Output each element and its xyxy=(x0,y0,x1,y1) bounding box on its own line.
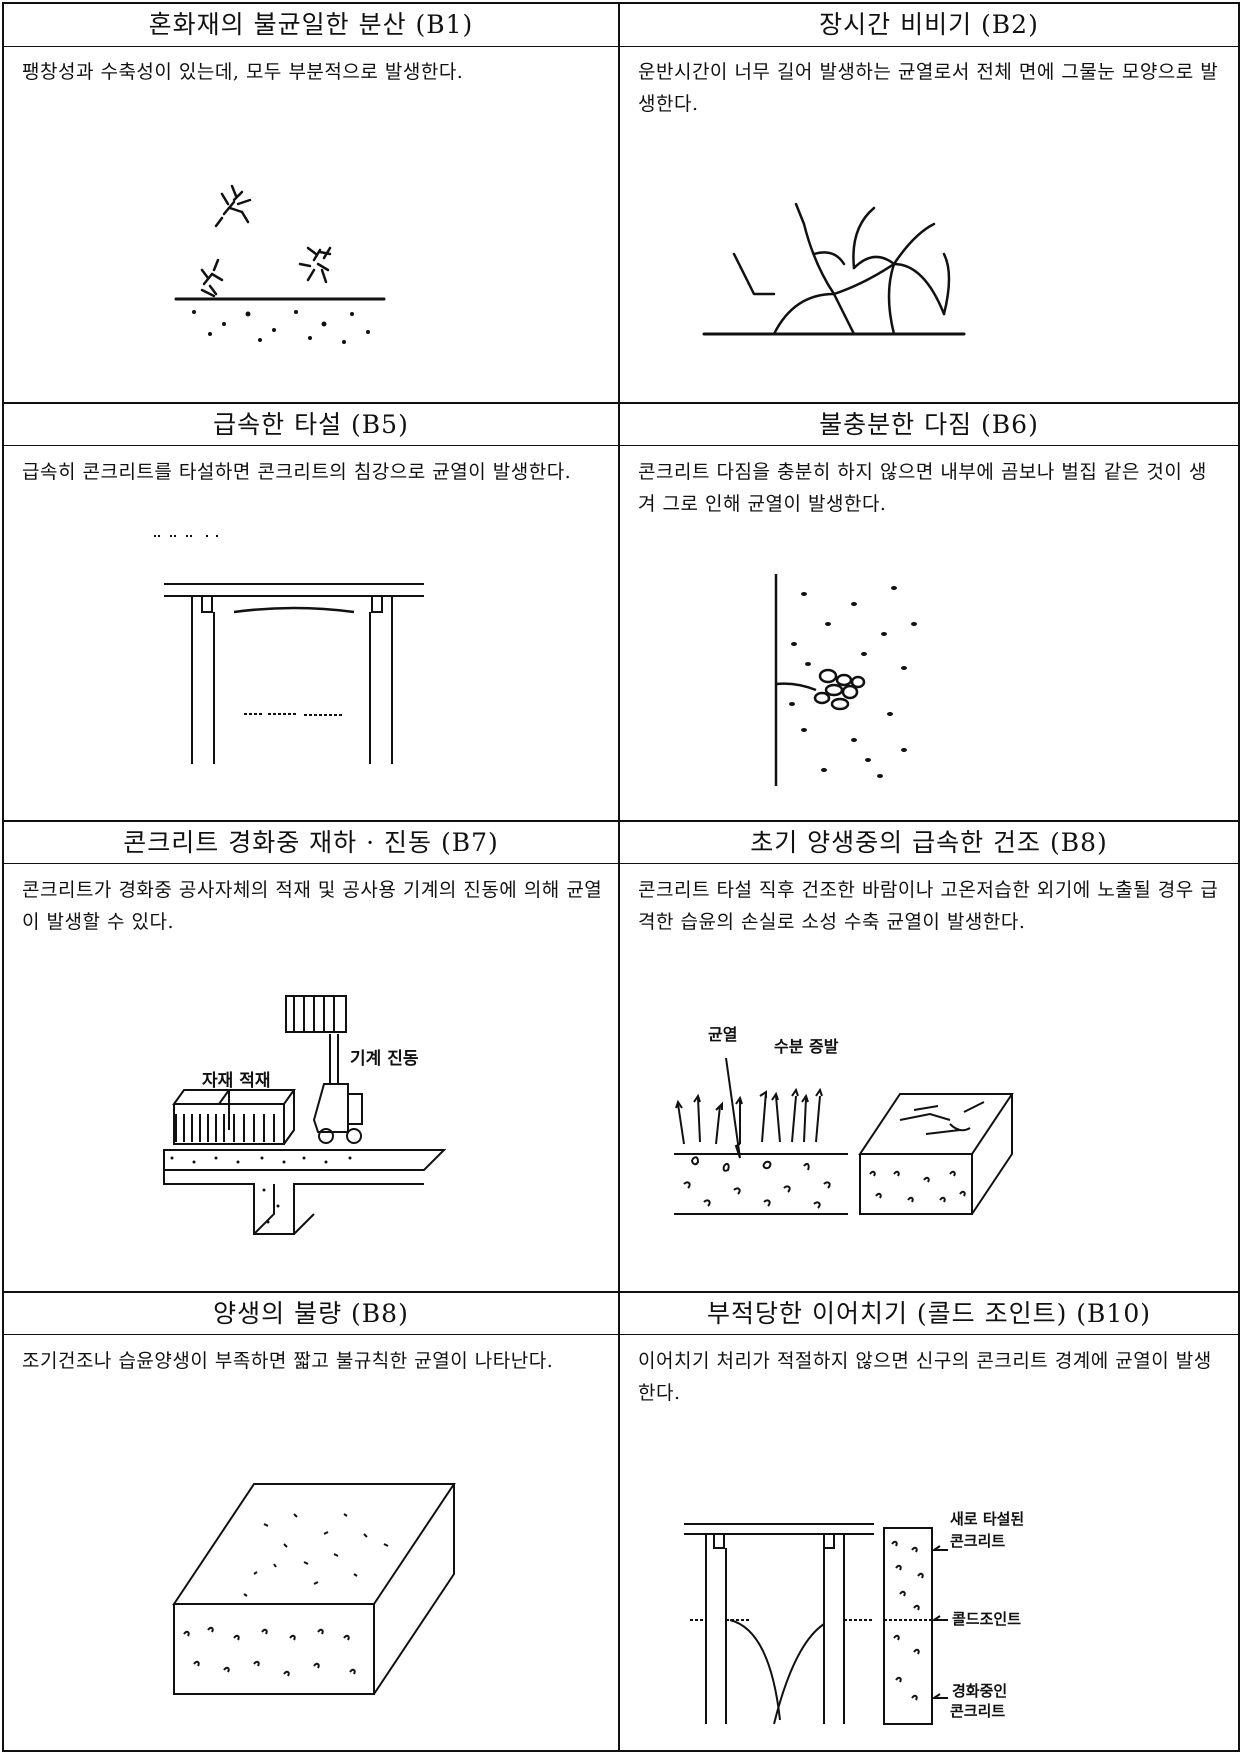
b8-poor-curing-illustration xyxy=(172,1483,456,1695)
old-concrete-label-1: 경화중인 xyxy=(952,1682,1007,1700)
row-divider xyxy=(4,820,1238,822)
new-concrete-label-1: 새로 타설된 xyxy=(950,1510,1024,1528)
cell-title: 부적당한 이어치기 (콜드 조인트) (B10) xyxy=(707,1299,1151,1328)
cell-title: 혼화재의 불균일한 분산 (B1) xyxy=(148,10,474,39)
cell-b5: 급속한 타설 (B5) 급속히 콘크리트를 타설하면 콘크리트의 침강으로 균열… xyxy=(4,404,618,488)
row-divider xyxy=(4,1334,1238,1335)
cell-b7: 콘크리트 경화중 재하 · 진동 (B7) 콘크리트가 경화중 공사자체의 적재… xyxy=(4,822,618,938)
cell-title: 초기 양생중의 급속한 건조 (B8) xyxy=(750,828,1108,857)
b6-honeycomb-illustration xyxy=(774,574,917,786)
b1-crack-illustration xyxy=(174,184,386,344)
row-divider xyxy=(4,863,1238,864)
row-divider xyxy=(4,402,1238,404)
new-concrete-label-2: 콘크리트 xyxy=(950,1532,1005,1550)
column-divider xyxy=(618,4,620,1750)
cell-title: 급속한 타설 (B5) xyxy=(213,410,409,439)
cold-joint-label: 콜드조인트 xyxy=(952,1610,1021,1628)
cell-title: 장시간 비비기 (B2) xyxy=(819,10,1039,39)
b8-rapid-drying-illustration: 균열 수분 증발 xyxy=(674,1025,1014,1215)
cell-b1: 혼화재의 불균일한 분산 (B1) 팽창성과 수축성이 있는데, 모두 부분적으… xyxy=(4,4,618,88)
b2-network-crack-illustration xyxy=(702,202,966,336)
evaporation-label: 수분 증발 xyxy=(774,1037,839,1056)
b10-cold-joint-illustration: 새로 타설된 콘크리트 콜드조인트 경화중인 콘크리트 xyxy=(684,1510,1024,1725)
cell-title: 콘크리트 경화중 재하 · 진동 (B7) xyxy=(123,828,499,857)
material-load-label: 자재 적재 xyxy=(202,1071,270,1091)
cell-description: 급속히 콘크리트를 타설하면 콘크리트의 침강으로 균열이 발생한다. xyxy=(22,461,572,483)
cell-description: 콘크리트가 경화중 공사자체의 적재 및 공사용 기계의 진동에 의해 균열이 … xyxy=(22,879,603,933)
cell-description: 이어치기 처리가 적절하지 않으면 신구의 콘크리트 경계에 균열이 발생한다. xyxy=(638,1350,1212,1404)
cell-b8-drying: 초기 양생중의 급속한 건조 (B8) 콘크리트 타설 직후 건조한 바람이나 … xyxy=(620,822,1238,938)
row-divider xyxy=(4,46,1238,47)
row-divider xyxy=(4,1291,1238,1293)
row-divider xyxy=(4,445,1238,446)
cell-title: 불충분한 다짐 (B6) xyxy=(819,410,1039,439)
cell-description: 운반시간이 너무 길어 발생하는 균열로서 전체 면에 그물눈 모양으로 발생한… xyxy=(638,61,1219,115)
cell-b6: 불충분한 다짐 (B6) 콘크리트 다짐을 충분히 하지 않으면 내부에 곰보나… xyxy=(620,404,1238,520)
cell-description: 콘크리트 타설 직후 건조한 바람이나 고온저습한 외기에 노출될 경우 급격한… xyxy=(638,879,1219,933)
b7-load-vibration-illustration: 자재 적재 기계 진동 xyxy=(163,995,447,1235)
b5-settlement-crack-illustration xyxy=(154,535,424,764)
cell-description: 콘크리트 다짐을 충분히 하지 않으면 내부에 곰보나 벌집 같은 것이 생겨 … xyxy=(638,461,1207,515)
cell-b10: 부적당한 이어치기 (콜드 조인트) (B10) 이어치기 처리가 적절하지 않… xyxy=(620,1293,1238,1409)
old-concrete-label-2: 콘크리트 xyxy=(950,1702,1005,1720)
cell-title: 양생의 불량 (B8) xyxy=(213,1299,409,1328)
cell-description: 팽창성과 수축성이 있는데, 모두 부분적으로 발생한다. xyxy=(22,61,464,83)
crack-label: 균열 xyxy=(708,1025,737,1044)
cell-b2: 장시간 비비기 (B2) 운반시간이 너무 길어 발생하는 균열로서 전체 면에… xyxy=(620,4,1238,120)
cell-description: 조기건조나 습윤양생이 부족하면 짧고 불규칙한 균열이 나타난다. xyxy=(22,1350,554,1372)
machine-vibration-label: 기계 진동 xyxy=(350,1049,419,1069)
cell-b8-curing: 양생의 불량 (B8) 조기건조나 습윤양생이 부족하면 짧고 불규칙한 균열이… xyxy=(4,1293,618,1377)
